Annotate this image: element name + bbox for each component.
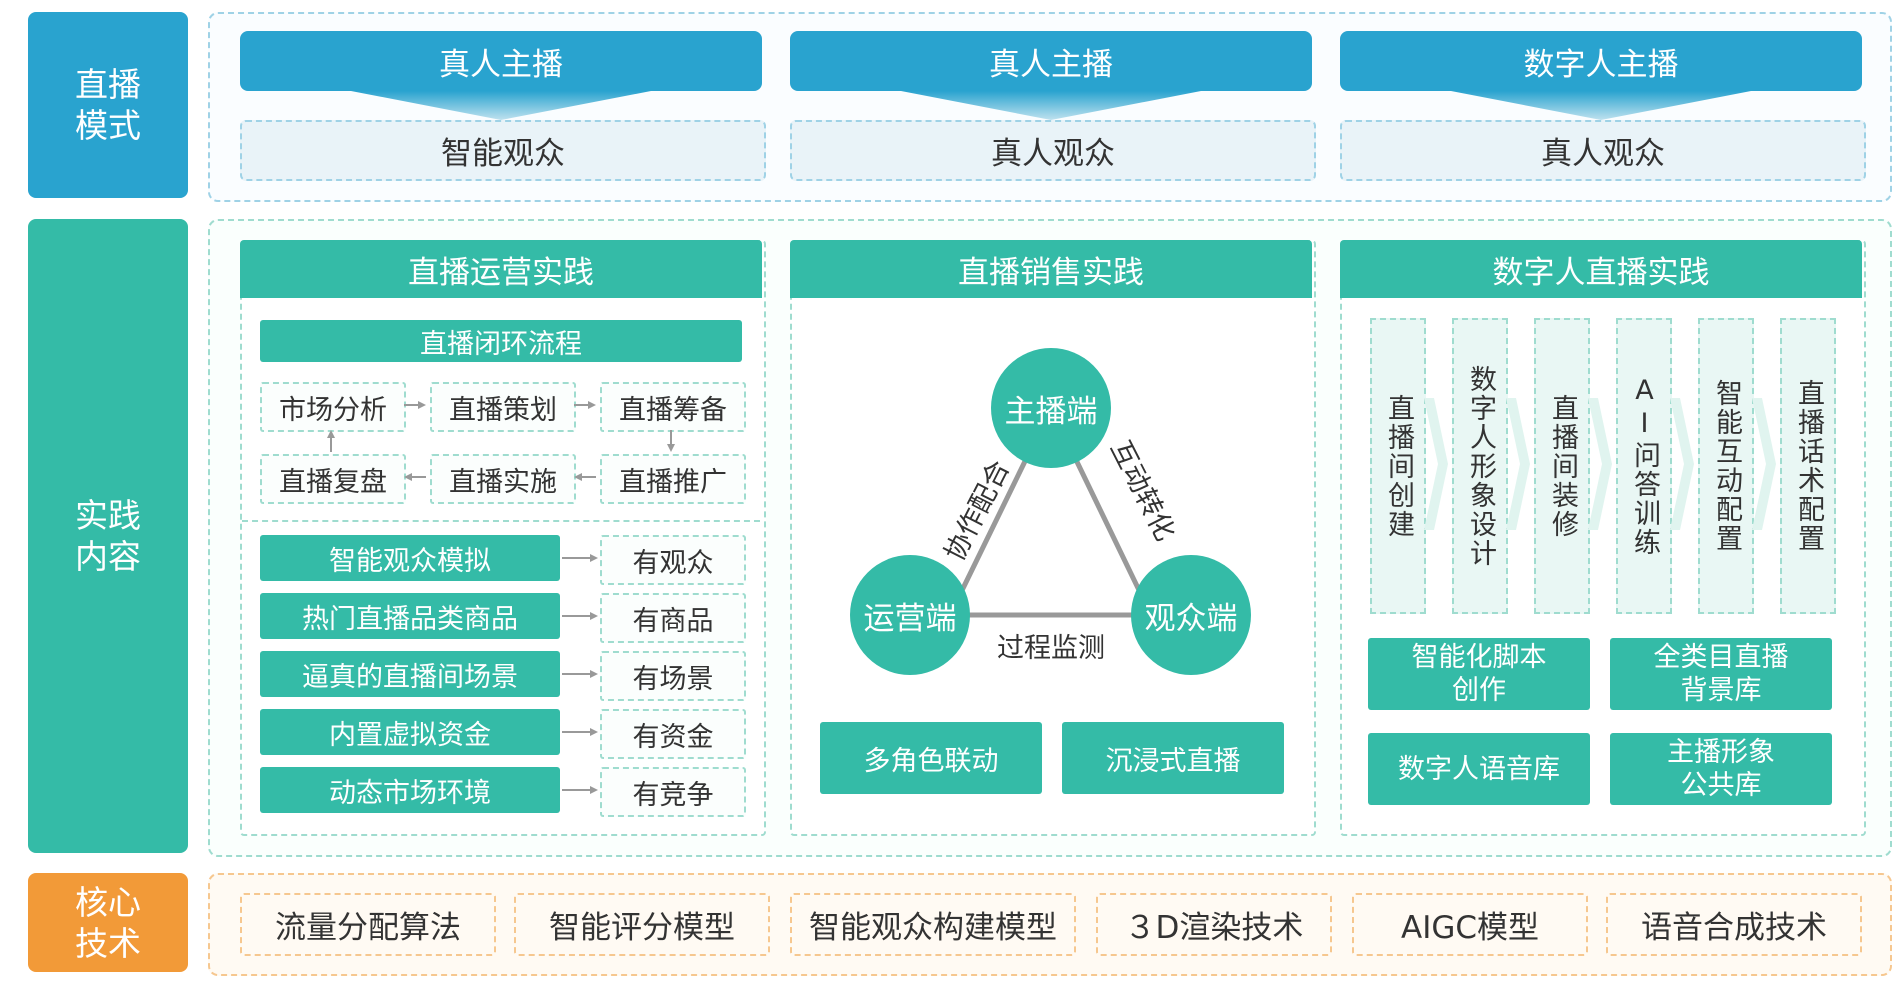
feature-smart-audience: 智能观众模拟 (260, 535, 560, 581)
mode-anchor-3: 数字人主播 (1340, 31, 1862, 91)
sales-title: 直播销售实践 (790, 240, 1312, 298)
feature-result-competition: 有竞争 (600, 767, 746, 817)
feature-hot-products: 热门直播品类商品 (260, 593, 560, 639)
immersive-live-button: 沉浸式直播 (1062, 722, 1284, 794)
feature-realistic-scene: 逼真的直播间场景 (260, 651, 560, 697)
mode-anchor-2: 真人主播 (790, 31, 1312, 91)
feature-result-scene: 有场景 (600, 651, 746, 701)
mode-arrow-2 (901, 91, 1201, 120)
operations-title: 直播运营实践 (240, 240, 762, 298)
loop-step-execution: 直播实施 (430, 454, 576, 504)
feature-result-products: 有商品 (600, 593, 746, 643)
category-live-mode: 直播 模式 (28, 12, 188, 198)
feature-dynamic-market: 动态市场环境 (260, 767, 560, 813)
edge-label-monitoring: 过程监测 (997, 633, 1105, 664)
mode-arrow-1 (351, 91, 651, 120)
tech-traffic-algorithm: 流量分配算法 (240, 893, 496, 956)
tech-audience-model: 智能观众构建模型 (790, 893, 1076, 956)
node-operations: 运营端 (850, 555, 970, 675)
digital-title: 数字人直播实践 (1340, 240, 1862, 298)
loop-step-promotion: 直播推广 (600, 454, 746, 504)
mode-audience-3: 真人观众 (1340, 120, 1866, 181)
library-background: 全类目直播 背景库 (1610, 638, 1832, 710)
step-script-config: 直播话术配置 (1780, 318, 1836, 614)
tech-aigc-model: AIGC模型 (1352, 893, 1588, 956)
tech-speech-synthesis: 语音合成技术 (1606, 893, 1862, 956)
library-avatar: 主播形象 公共库 (1610, 733, 1832, 805)
mode-audience-2: 真人观众 (790, 120, 1316, 181)
feature-virtual-funds: 内置虚拟资金 (260, 709, 560, 755)
loop-step-preparation: 直播筹备 (600, 382, 746, 432)
step-chevrons (1424, 398, 1776, 530)
tech-scoring-model: 智能评分模型 (514, 893, 770, 956)
feature-arrows (562, 554, 598, 794)
library-voice: 数字人语音库 (1368, 733, 1590, 805)
feature-result-funds: 有资金 (600, 709, 746, 759)
step-ai-qa-training: AI问答训练 (1616, 318, 1672, 614)
category-practice-content: 实践 内容 (28, 219, 188, 853)
category-core-tech: 核心 技术 (28, 873, 188, 972)
step-avatar-design: 数字人形象设计 (1452, 318, 1508, 614)
mode-arrow-3 (1451, 91, 1751, 120)
loop-step-market-analysis: 市场分析 (260, 382, 406, 432)
loop-title: 直播闭环流程 (260, 320, 742, 362)
loop-step-planning: 直播策划 (430, 382, 576, 432)
mode-anchor-1: 真人主播 (240, 31, 762, 91)
mode-audience-1: 智能观众 (240, 120, 766, 181)
node-anchor: 主播端 (991, 348, 1111, 468)
feature-result-audience: 有观众 (600, 535, 746, 585)
loop-step-review: 直播复盘 (260, 454, 406, 504)
step-room-creation: 直播间创建 (1370, 318, 1426, 614)
step-room-decoration: 直播间装修 (1534, 318, 1590, 614)
operations-divider (242, 520, 760, 522)
node-audience: 观众端 (1131, 555, 1251, 675)
step-smart-interaction: 智能互动配置 (1698, 318, 1754, 614)
loop-arrows (327, 401, 675, 481)
library-script-creation: 智能化脚本 创作 (1368, 638, 1590, 710)
tech-3d-rendering: ３D渲染技术 (1096, 893, 1332, 956)
multi-role-button: 多角色联动 (820, 722, 1042, 794)
